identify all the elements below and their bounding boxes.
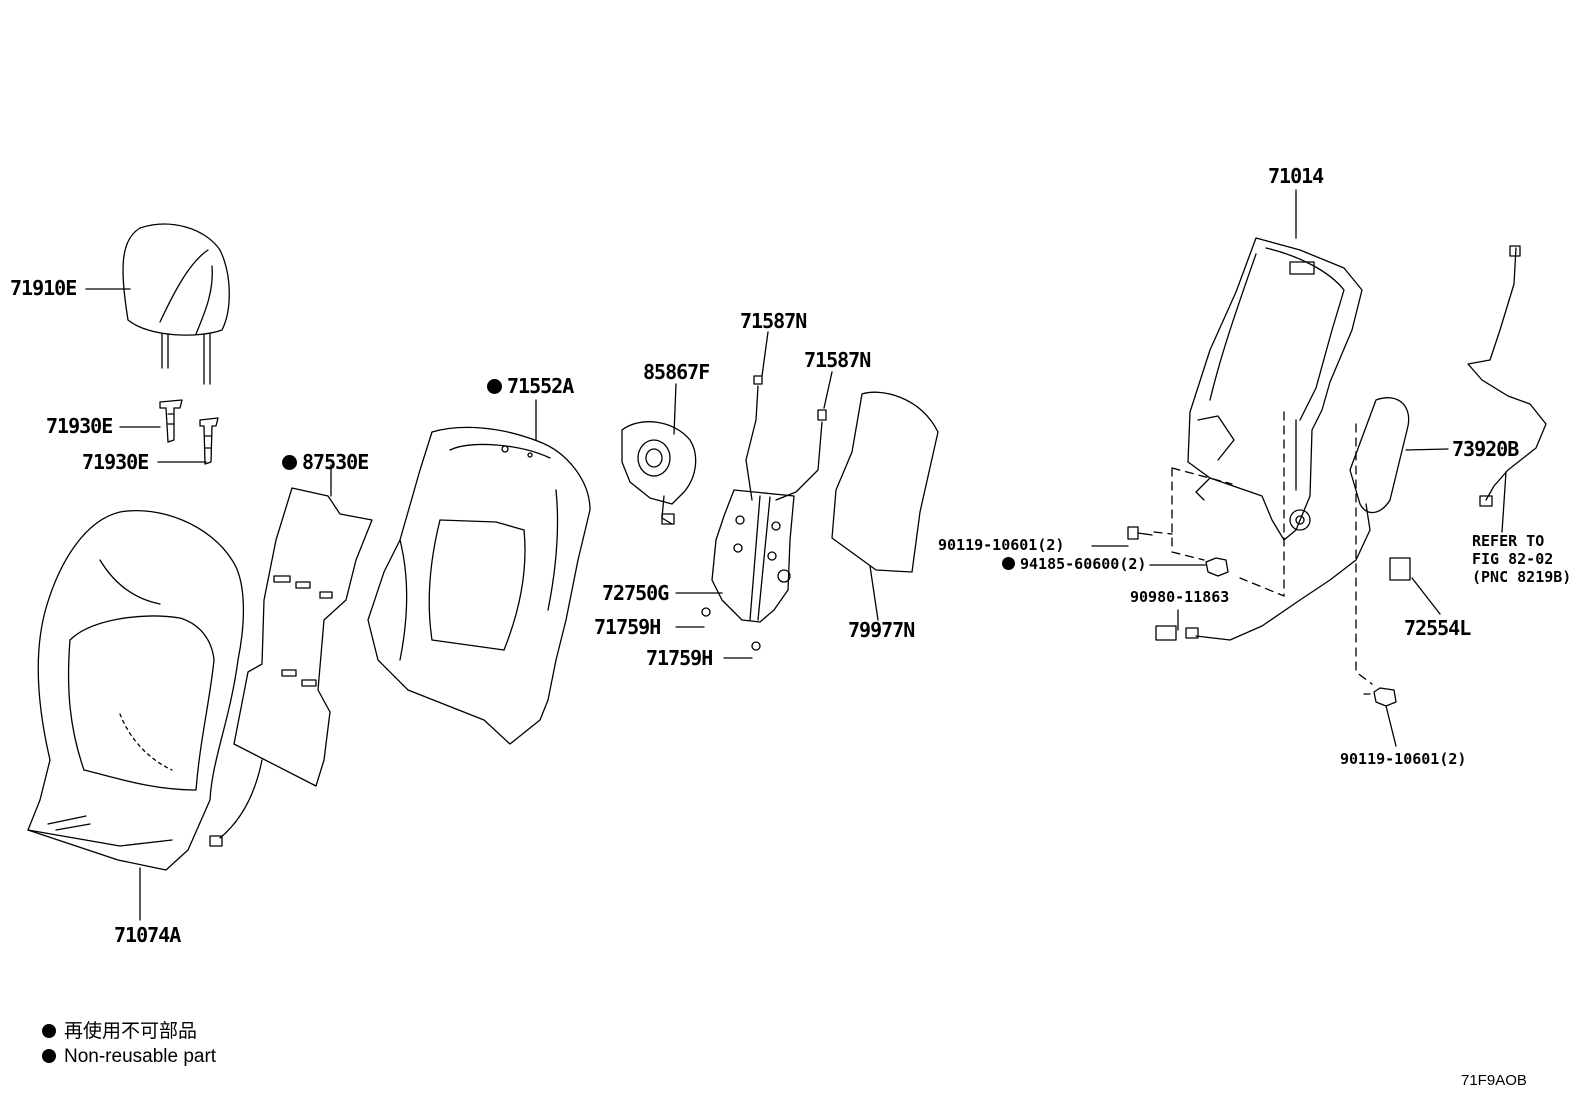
label-72554L: 72554L — [1404, 616, 1471, 640]
label-90119-10601-upper: 90119-10601(2) — [938, 536, 1065, 554]
label-71930E-upper: 71930E — [46, 414, 113, 438]
legend-dot — [42, 1024, 56, 1038]
label-71759H-lower: 71759H — [646, 646, 713, 670]
label-90119-10601-lower: 90119-10601(2) — [1340, 750, 1467, 768]
legend-japanese: 再使用不可部品 — [42, 1022, 197, 1041]
label-71552A: 71552A — [487, 376, 574, 396]
legend-english: Non-reusable part — [42, 1047, 216, 1066]
label-71759H-upper: 71759H — [594, 615, 661, 639]
label-94185-60600: 94185-60600(2) — [1002, 557, 1146, 572]
lumbar-module-drawing — [622, 422, 696, 524]
label-71587N-lower: 71587N — [804, 348, 871, 372]
seatback-cover-drawing — [28, 511, 243, 870]
lumbar-support-drawing — [712, 490, 794, 622]
clips-71759H — [702, 608, 760, 650]
legend-dot — [42, 1049, 56, 1063]
figure-code: 71F9AOB — [1461, 1072, 1527, 1089]
label-72750G: 72750G — [602, 581, 669, 605]
headrest-drawing — [123, 224, 229, 384]
fasteners — [1128, 527, 1410, 706]
label-87530E: 87530E — [282, 452, 369, 472]
side-airbag-drawing — [1350, 398, 1409, 513]
label-71910E: 71910E — [10, 276, 77, 300]
back-board-drawing — [832, 392, 938, 572]
leader-lines — [86, 190, 1506, 920]
seat-heater-drawing — [210, 488, 372, 846]
label-90980-11863: 90980-11863 — [1130, 588, 1230, 606]
seatback-pad-drawing — [368, 427, 590, 744]
label-71587N-upper: 71587N — [740, 309, 807, 333]
label-73920B: 73920B — [1452, 437, 1519, 461]
non-reusable-dot — [487, 379, 502, 394]
assembly-dashed-lines — [1154, 412, 1372, 684]
label-71014: 71014 — [1268, 164, 1324, 188]
wire-harness-drawing — [1186, 246, 1546, 640]
seatback-frame-drawing — [1188, 238, 1362, 540]
headrest-guides — [160, 400, 218, 464]
label-71074A: 71074A — [114, 923, 181, 947]
non-reusable-dot — [282, 455, 297, 470]
refer-note: REFER TO FIG 82-02 (PNC 8219B) — [1472, 532, 1572, 586]
label-85867F: 85867F — [643, 360, 710, 384]
non-reusable-dot — [1002, 557, 1015, 570]
lumbar-cables — [746, 376, 826, 500]
label-79977N: 79977N — [848, 618, 915, 642]
label-71930E-lower: 71930E — [82, 450, 149, 474]
